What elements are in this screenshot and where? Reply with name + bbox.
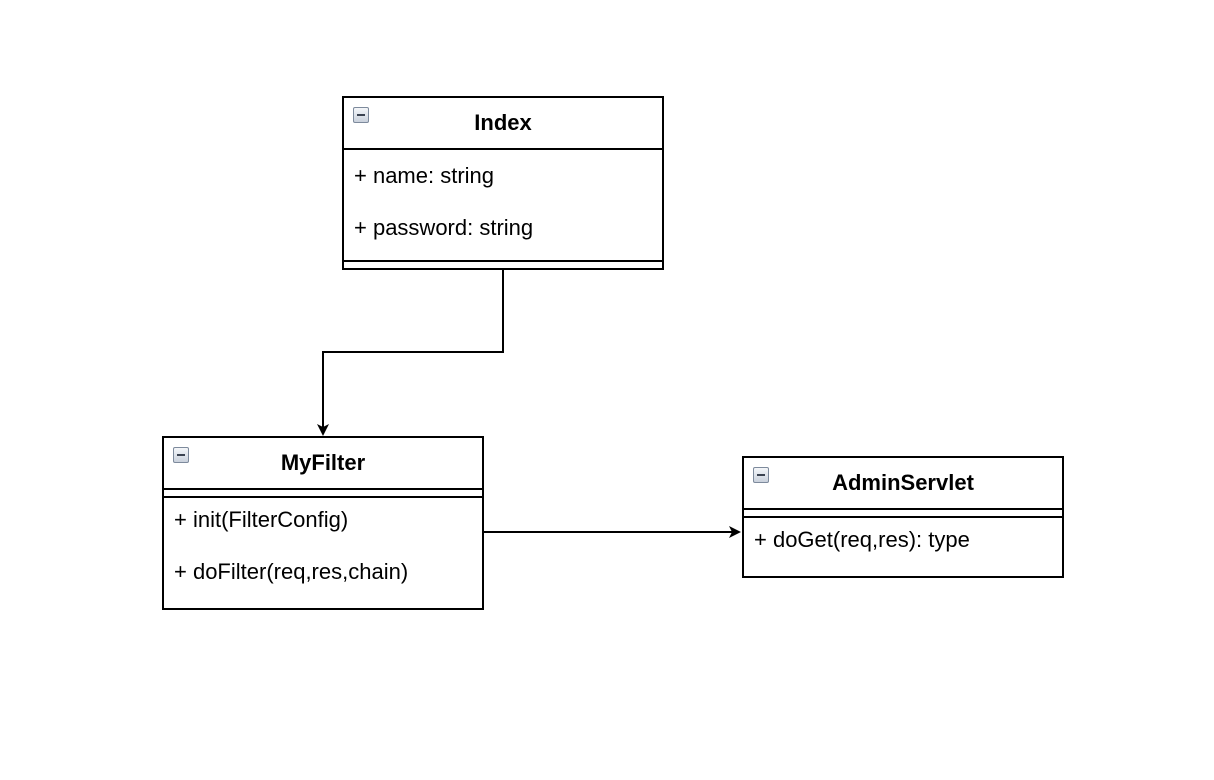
class-myfilter-title: MyFilter xyxy=(280,450,366,475)
class-index-title: Index xyxy=(474,110,532,135)
class-myfilter-attributes xyxy=(164,490,482,498)
collapse-icon[interactable] xyxy=(173,447,189,463)
collapse-icon[interactable] xyxy=(753,467,769,483)
class-adminservlet-header[interactable]: AdminServlet xyxy=(744,458,1062,510)
operation-init[interactable]: + init(FilterConfig) xyxy=(174,507,349,532)
operation-dofilter[interactable]: + doFilter(req,res,chain) xyxy=(174,559,409,584)
class-adminservlet-attributes xyxy=(744,510,1062,518)
class-adminservlet-title: AdminServlet xyxy=(832,470,974,495)
class-adminservlet[interactable]: AdminServlet + doGet(req,res): type xyxy=(742,456,1064,578)
class-index-attributes: + name: string + password: string xyxy=(344,150,662,262)
class-myfilter-operations: + init(FilterConfig) + doFilter(req,res,… xyxy=(164,498,482,598)
class-myfilter[interactable]: MyFilter + init(FilterConfig) + doFilter… xyxy=(162,436,484,610)
operation-doget[interactable]: + doGet(req,res): type xyxy=(754,527,970,552)
attribute-name[interactable]: + name: string xyxy=(354,163,495,188)
class-myfilter-header[interactable]: MyFilter xyxy=(164,438,482,490)
class-index[interactable]: Index + name: string + password: string xyxy=(342,96,664,270)
class-index-header[interactable]: Index xyxy=(344,98,662,150)
class-adminservlet-operations: + doGet(req,res): type xyxy=(744,518,1062,566)
index-to-myfilter-arrow[interactable] xyxy=(317,269,504,436)
attribute-password[interactable]: + password: string xyxy=(354,215,534,240)
class-index-operations xyxy=(344,262,662,268)
collapse-icon[interactable] xyxy=(353,107,369,123)
